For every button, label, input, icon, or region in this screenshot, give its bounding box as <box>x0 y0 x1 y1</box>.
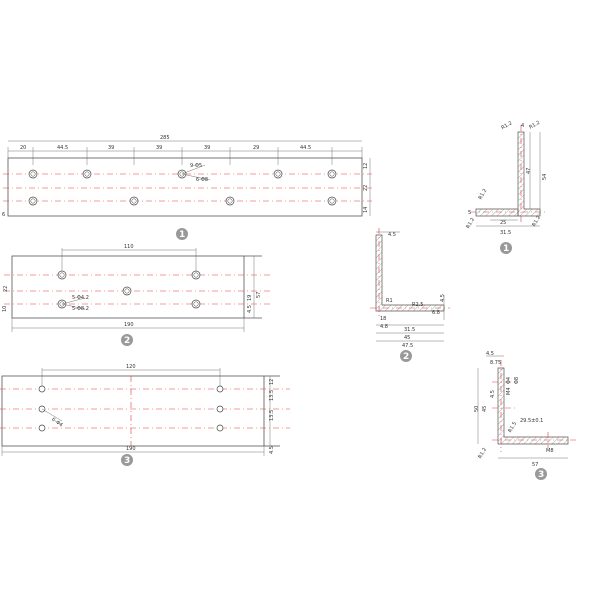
plate3-top-dim: 120 <box>126 364 136 370</box>
plate1-badge <box>176 228 188 240</box>
plate2-hole-label-1: 5-Φ4.2 <box>72 295 89 301</box>
plate1-right-dim-1: 12 <box>363 163 369 169</box>
plate-3-view: 120 6-Φ4 190 12 13.5 13.5 4.5 3 <box>0 364 290 466</box>
section1-dim-31: 31.5 <box>500 230 511 236</box>
section3-dim-45-top: 4.5 <box>486 351 494 357</box>
plate1-seg-4: 39 <box>156 145 162 151</box>
section2-dim-right: 4.5 <box>440 294 446 302</box>
plate1-seg-2: 44.5 <box>57 145 68 151</box>
section3-badge <box>535 468 547 480</box>
plate2-badge <box>121 334 133 346</box>
plate3-badge-label: 3 <box>124 456 130 466</box>
plate2-badge-label: 2 <box>124 336 130 346</box>
plate1-seg-3: 39 <box>108 145 114 151</box>
section3-radius-12: R1.2 <box>477 447 488 460</box>
plate2-top-dim: 110 <box>124 244 134 250</box>
section3-badge-label: 3 <box>538 470 544 480</box>
plate1-right-dim-3: 14 <box>363 207 369 213</box>
section3-dim-45: 45 <box>482 406 488 412</box>
section3-dim-m4: M4 <box>506 388 512 396</box>
plate3-badge <box>121 454 133 466</box>
plate3-right-dim-2: 13.5 <box>269 390 275 401</box>
plate-2-view: 110 5-Φ4.2 5-Φ8.2 190 22 10 4.5 57 19 2 <box>2 244 270 346</box>
section1-radius-2: R1.2 <box>528 120 541 131</box>
section1-dim-47: 47 <box>526 168 532 174</box>
section2-radius-2: R2.5 <box>412 302 423 308</box>
plate1-seg-6: 29 <box>253 145 259 151</box>
plate1-hole-label-1: 9-Φ5 <box>190 163 202 169</box>
section2-dim-top: 4.5 <box>388 232 396 238</box>
section2-inner-label: 6.8 <box>432 310 440 316</box>
section-1-view: R1.2 R1.2 R1.2 R1.2 R1.2 4 47 54 5 25 31… <box>465 120 548 254</box>
section3-dim-m8: M8 <box>546 448 554 454</box>
plate1-hole-label-2: 6-Φ8 <box>196 177 208 183</box>
section3-dim-phi8: Φ8 <box>514 377 520 384</box>
section-2-view: 4.5 4.5 R1 R2.5 18 4.8 31.5 45 47.5 6.8 … <box>370 228 450 362</box>
plate2-right-dim-3: 19 <box>247 295 253 301</box>
section1-badge-label: 1 <box>503 244 509 254</box>
plate-1-view: 285 20 44.5 39 39 39 29 44.5 <box>2 135 372 240</box>
plate1-badge-label: 1 <box>179 230 185 240</box>
plate2-right-dim-2: 57 <box>256 292 262 298</box>
section1-radius-5: R1.2 <box>531 215 542 228</box>
section2-dim-48: 4.8 <box>380 324 388 330</box>
section3-dim-50: 50 <box>474 406 480 412</box>
section1-radius-1: R1.2 <box>500 120 513 131</box>
plate2-right-dim-1: 4.5 <box>247 305 253 313</box>
plate2-left-dim: 22 <box>3 286 9 292</box>
section1-radius-3: R1.2 <box>478 188 489 201</box>
plate3-right-dim-1: 12 <box>269 379 275 385</box>
section-3-view: 4.5 8.75 50 45 4.5 M4 29.5±0.1 M8 57 R1.… <box>474 351 576 480</box>
section3-dim-45-b: 4.5 <box>490 390 496 398</box>
section1-badge <box>500 242 512 254</box>
section2-dim-475: 47.5 <box>402 343 413 349</box>
section1-dim-5: 5 <box>468 210 471 216</box>
plate3-right-dim-3: 13.5 <box>269 410 275 421</box>
plate1-overall-dim: 285 <box>160 135 170 141</box>
plate2-hole-label-2: 5-Φ8.2 <box>72 306 89 312</box>
section1-radius-4: R1.2 <box>465 217 476 230</box>
section3-dim-875: 8.75 <box>490 360 501 366</box>
plate1-left-dim: 6 <box>2 212 5 218</box>
section2-radius-1: R1 <box>386 298 393 304</box>
section3-dim-57: 57 <box>532 462 538 468</box>
section3-dim-295: 29.5±0.1 <box>520 418 543 424</box>
plate2-left-small: 10 <box>2 306 8 312</box>
plate3-bottom-dim: 190 <box>126 446 136 452</box>
section2-badge <box>400 350 412 362</box>
plate1-seg-7: 44.5 <box>300 145 311 151</box>
plate1-seg-1: 20 <box>20 145 26 151</box>
section3-dim-phi4: Φ4 <box>506 377 512 384</box>
plate3-hole-label: 6-Φ4 <box>50 417 63 429</box>
plate1-right-dim-2: 22 <box>363 185 369 191</box>
section2-dim-315: 31.5 <box>404 327 415 333</box>
section1-dim-25: 25 <box>500 220 506 226</box>
section3-radius-15: R1.5 <box>507 421 518 434</box>
plate3-right-dim-4: 4.5 <box>269 446 275 454</box>
section1-dim-top: 4 <box>521 123 524 129</box>
section2-badge-label: 2 <box>403 352 409 362</box>
section2-dim-18: 18 <box>380 316 386 322</box>
plate2-bottom-dim: 190 <box>124 322 134 328</box>
section1-dim-54: 54 <box>542 174 548 180</box>
plate1-seg-5: 39 <box>204 145 210 151</box>
section2-dim-45: 45 <box>404 335 410 341</box>
